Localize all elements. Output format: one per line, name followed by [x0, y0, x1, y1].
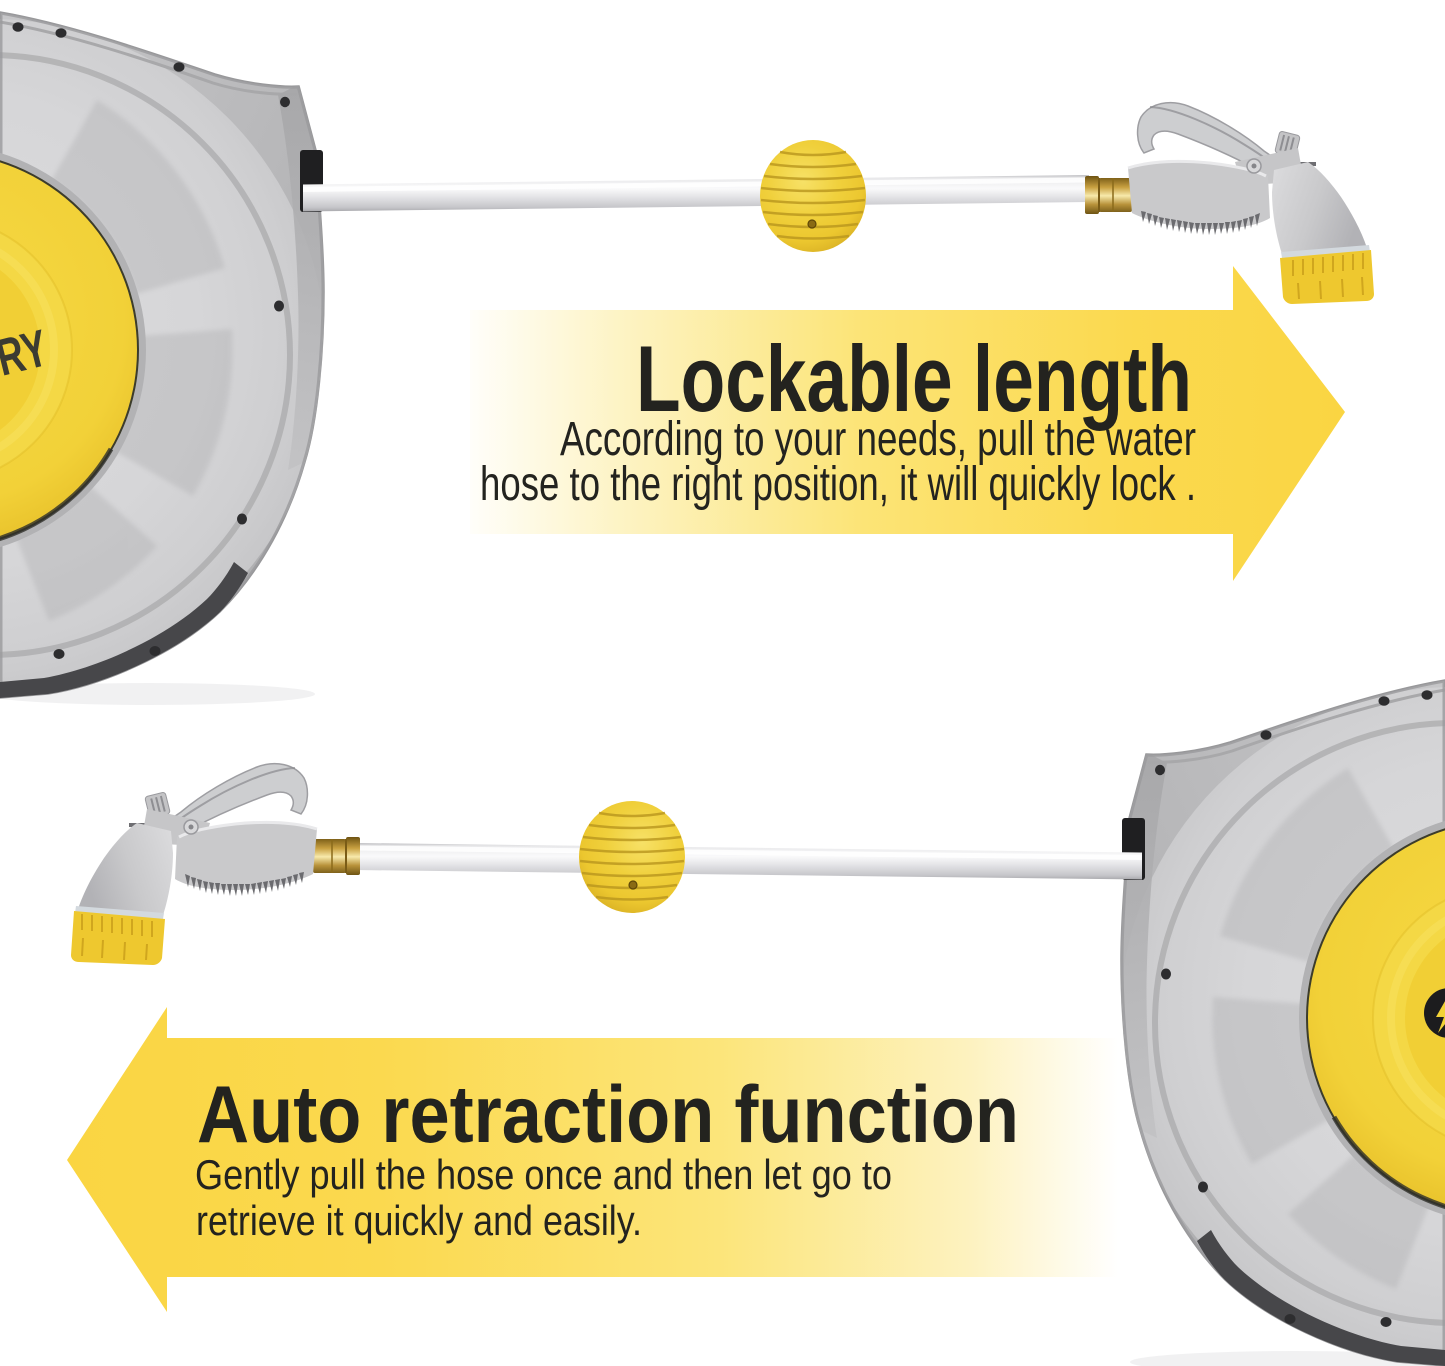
svg-text:Lockable length: Lockable length — [636, 326, 1192, 431]
svg-text:Gently pull the hose once and: Gently pull the hose once and then let g… — [195, 1151, 892, 1198]
svg-text:According to your needs, pull: According to your needs, pull the water — [560, 413, 1196, 466]
svg-text:hose to the right position, it: hose to the right position, it will quic… — [480, 458, 1196, 511]
svg-text:retrieve it quickly and easily: retrieve it quickly and easily. — [196, 1197, 642, 1244]
svg-text:Auto retraction function: Auto retraction function — [197, 1070, 1019, 1160]
